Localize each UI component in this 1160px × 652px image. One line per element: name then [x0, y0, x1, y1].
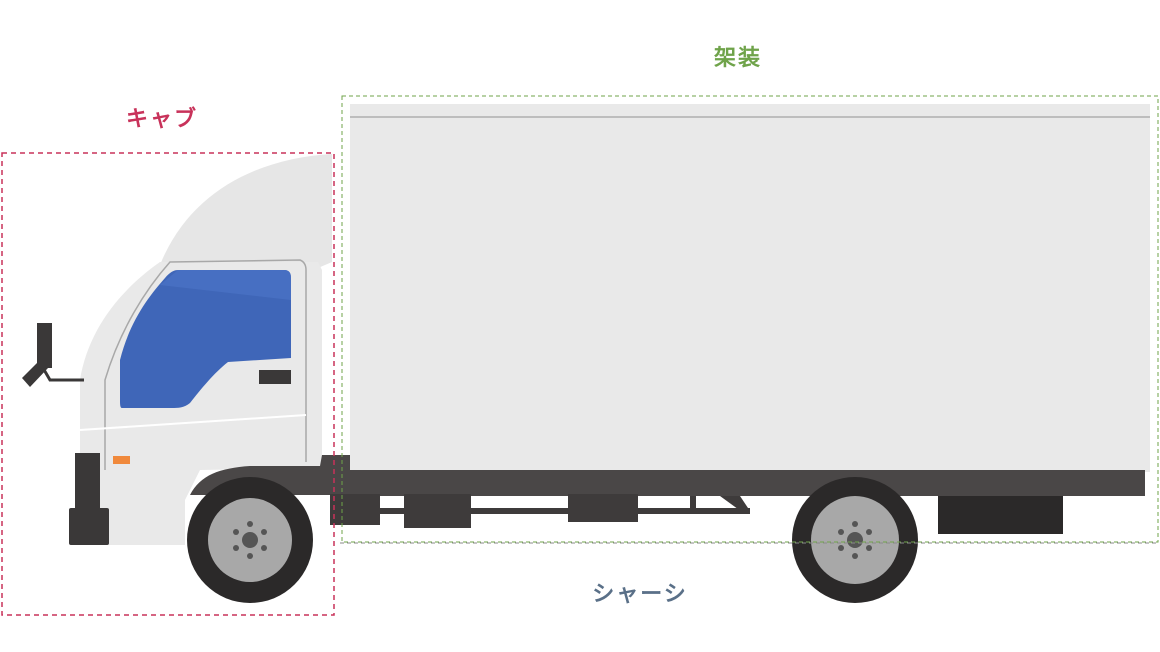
body-region-box: [341, 95, 1159, 543]
cab-side-line: [79, 414, 307, 431]
door-handle: [259, 370, 291, 384]
mirror-rod: [41, 367, 84, 382]
cab-window: [120, 270, 291, 408]
cab-region-box: [1, 152, 335, 616]
front-bumper-lower: [69, 508, 109, 545]
rear-mudflap-box: [938, 496, 1063, 534]
body-label: 架装: [713, 46, 763, 71]
front-bumper-upper: [75, 453, 100, 513]
cargo-box: [350, 104, 1150, 472]
chassis-label: シャーシ: [592, 582, 688, 607]
cab-door-outline: [104, 259, 307, 470]
chassis-strut: [690, 496, 748, 512]
cab-label: キャブ: [125, 107, 199, 132]
window-glare: [160, 270, 291, 300]
rear-wheel: [792, 477, 918, 603]
chassis-rail: [330, 470, 1145, 496]
side-mirror: [37, 323, 52, 368]
chassis-bracket: [330, 494, 380, 525]
mirror-arm: [22, 360, 48, 387]
side-guard-bar: [380, 508, 750, 514]
front-wheel: [187, 477, 313, 603]
cab-roof-fairing: [160, 154, 332, 268]
turn-signal: [113, 456, 130, 464]
